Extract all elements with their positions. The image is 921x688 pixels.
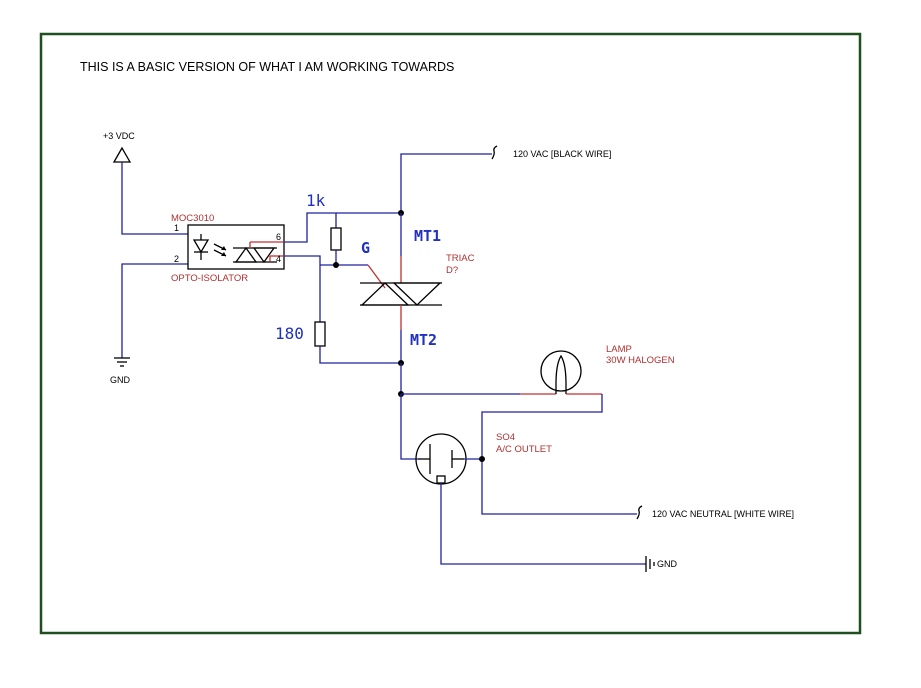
diagram-title: THIS IS A BASIC VERSION OF WHAT I AM WOR… [80, 60, 454, 74]
resistor-180: 180 [275, 321, 326, 347]
supply-symbol: +3 VDC [103, 131, 135, 163]
wire-180-to-mt2 [319, 346, 401, 364]
wire-pin4-to-gate-node [284, 255, 321, 265]
wire-lamp-return [481, 394, 603, 459]
wire-pin2-to-ground [121, 263, 188, 358]
supply-label: +3 VDC [103, 131, 135, 141]
opto-isolator: MOC3010 1 2 6 4 OPTO-ISOLATOR [171, 213, 285, 284]
lamp-desc-label: 30W HALOGEN [606, 355, 675, 366]
neutral-terminal-squiggle [636, 505, 643, 520]
triac-gate-label: G [361, 239, 370, 257]
triac: G MT1 MT2 TRIAC D? [360, 213, 475, 363]
triac-ref-label: D? [446, 265, 458, 276]
hot-terminal-squiggle [491, 145, 498, 160]
lamp: LAMP 30W HALOGEN [540, 344, 675, 394]
wire-pin6-to-1k [284, 212, 337, 243]
ground-symbol-left: GND [110, 357, 131, 385]
diagram-frame [39, 32, 862, 635]
opto-pin6: 6 [276, 232, 281, 242]
hot-label: 120 VAC [BLACK WIRE] [513, 149, 611, 159]
opto-name-label: OPTO-ISOLATOR [171, 273, 248, 284]
wire-supply-to-pin1 [121, 162, 188, 235]
wire-hot-line [400, 153, 492, 213]
triac-mt1-label: MT1 [414, 227, 441, 245]
wire-outlet-to-neutral [464, 458, 637, 515]
opto-pin4: 4 [276, 254, 281, 264]
ground-left-label: GND [110, 375, 131, 385]
ground-right-label: GND [657, 559, 678, 569]
neutral-label: 120 VAC NEUTRAL [WHITE WIRE] [652, 509, 794, 519]
node-neutral [479, 456, 485, 462]
wire-load-to-outlet [400, 394, 418, 460]
triac-name-label: TRIAC [446, 253, 475, 264]
lamp-name-label: LAMP [606, 344, 632, 355]
node-gate [333, 262, 339, 268]
opto-pin1: 1 [174, 223, 179, 233]
outlet-ref-label: SO4 [496, 432, 515, 443]
resistor-180-label: 180 [275, 324, 304, 343]
opto-part-label: MOC3010 [171, 213, 214, 224]
wire-outlet-to-ground [440, 483, 646, 565]
triac-mt2-label: MT2 [410, 331, 437, 349]
ground-symbol-right: GND [645, 556, 678, 572]
wire-gate-lead [367, 264, 386, 289]
opto-pin2: 2 [174, 254, 179, 264]
resistor-1k-label: 1k [306, 191, 326, 210]
outlet-name-label: A/C OUTLET [496, 444, 552, 455]
